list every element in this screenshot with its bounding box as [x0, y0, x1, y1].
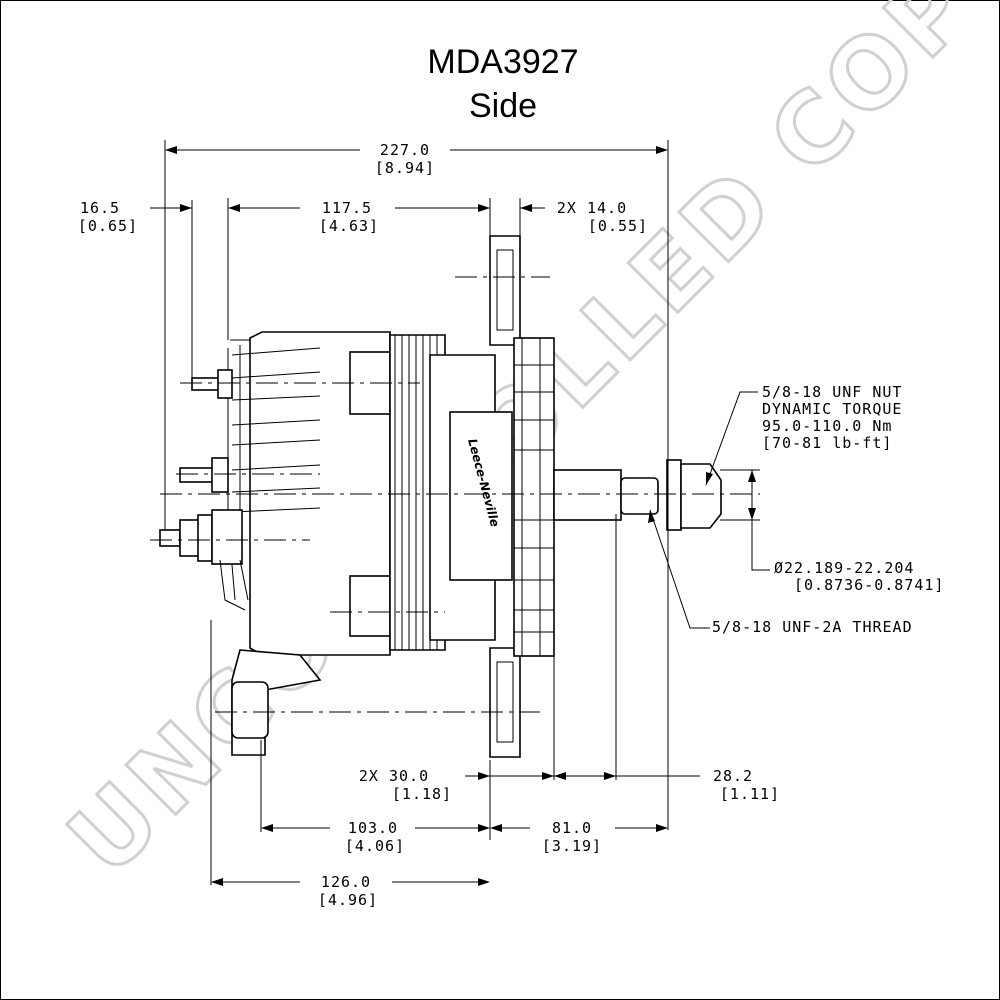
dim-mount-a-in: [4.06] — [345, 837, 405, 855]
center-lines — [150, 276, 760, 713]
dim-left-offset-in: [0.65] — [78, 217, 138, 235]
shaft-nut — [680, 463, 722, 529]
nut-note-line4: [70-81 lb-ft] — [762, 434, 892, 452]
dim-mount-a-mm: 103.0 — [348, 819, 398, 837]
dim-mount-b-mm: 81.0 — [552, 819, 592, 837]
dim-mount-c-in: [4.96] — [318, 891, 378, 909]
dim-body-mm: 117.5 — [322, 199, 372, 217]
dimension-lines — [150, 146, 770, 886]
terminals — [159, 369, 249, 611]
washer — [666, 459, 682, 531]
dim-shaft-len-mm: 28.2 — [713, 767, 753, 785]
dim-shaft-len-in: [1.11] — [720, 785, 780, 803]
thread-label: 5/8-18 UNF-2A THREAD — [712, 618, 913, 636]
dim-left-offset-mm: 16.5 — [80, 199, 120, 217]
dim-ear-width-in: [0.55] — [588, 217, 648, 235]
dim-shaft-dia-mm: Ø22.189-22.204 — [774, 559, 914, 577]
drawing-subtitle: Side — [469, 87, 537, 125]
drawing-title: MDA3927 — [427, 43, 578, 81]
dim-overall-in: [8.94] — [375, 159, 435, 177]
nut-note-line2: DYNAMIC TORQUE — [762, 400, 902, 418]
dim-ear-spacing-in: [1.18] — [392, 785, 452, 803]
dim-shaft-dia-in: [0.8736-0.8741] — [794, 576, 944, 594]
nut-note-line1: 5/8-18 UNF NUT — [762, 383, 902, 401]
fan-pulley — [513, 337, 555, 657]
dim-ear-width-mm: 2X 14.0 — [557, 199, 627, 217]
dim-mount-c-mm: 126.0 — [321, 873, 371, 891]
extension-lines — [164, 140, 760, 885]
dim-ear-spacing-mm: 2X 30.0 — [359, 767, 429, 785]
dim-overall-mm: 227.0 — [380, 141, 430, 159]
dim-mount-b-in: [3.19] — [542, 837, 602, 855]
nut-note-line3: 95.0-110.0 Nm — [762, 417, 892, 435]
dim-body-in: [4.63] — [319, 217, 379, 235]
shaft — [553, 469, 622, 521]
